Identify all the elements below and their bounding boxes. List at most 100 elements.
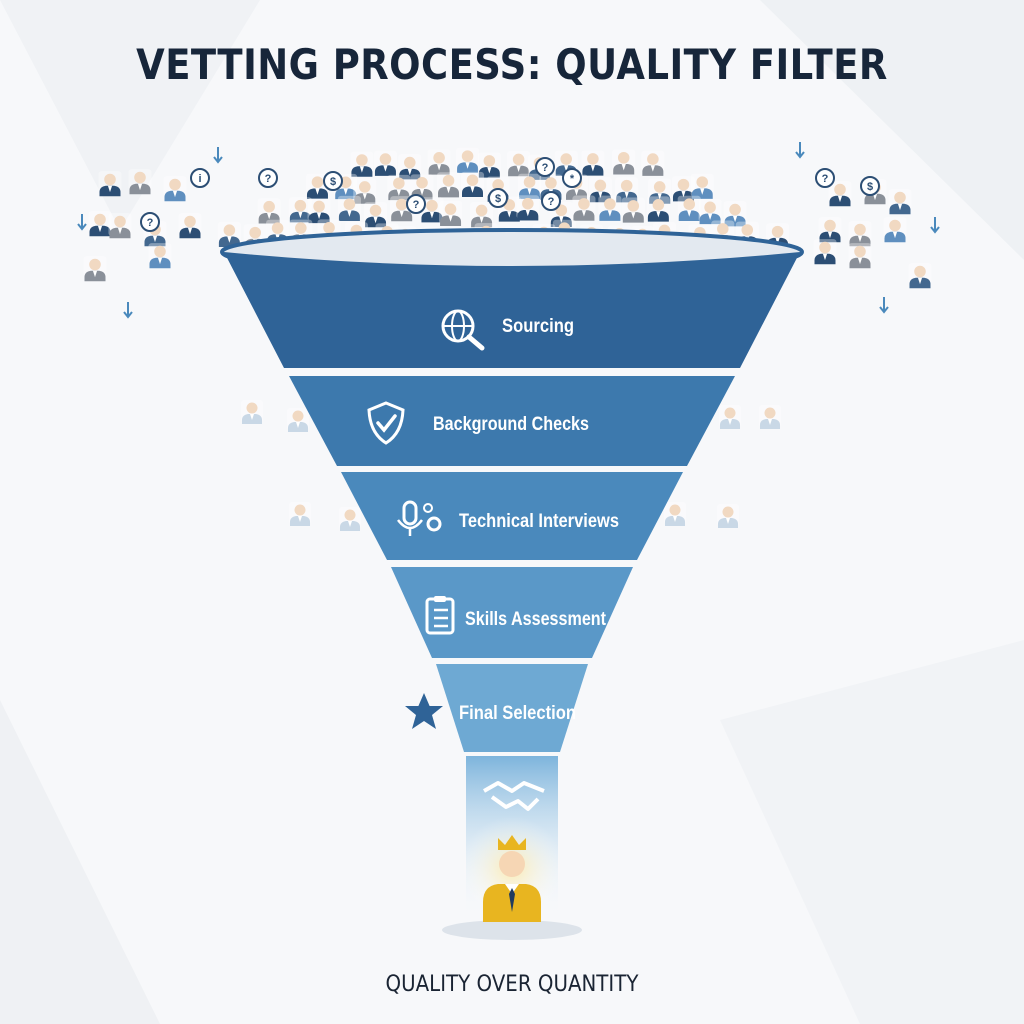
faded-candidate-icon [719, 405, 741, 429]
speech-bubble-icon: i [190, 168, 210, 188]
candidate-icon [436, 172, 461, 198]
candidate-icon [148, 243, 172, 269]
candidate-icon [818, 217, 842, 243]
crowned-candidate-icon [483, 835, 541, 922]
candidate-icon [387, 174, 411, 201]
candidate-icon [621, 197, 645, 223]
candidate-icon [572, 195, 596, 221]
candidate-icon [690, 173, 714, 199]
svg-text:?: ? [548, 196, 555, 208]
candidate-icon [83, 256, 107, 282]
svg-text:i: i [198, 173, 201, 185]
candidate-icon [398, 154, 422, 180]
candidate-icon [288, 197, 312, 223]
candidate-icon [477, 152, 501, 178]
svg-text:?: ? [265, 173, 272, 185]
shield-check-icon [367, 401, 405, 445]
candidate-icon [828, 181, 852, 207]
down-arrow-icon [77, 214, 87, 231]
faded-candidate-icon [287, 408, 309, 432]
stage-band [341, 472, 683, 560]
microphone-gear-icon [397, 500, 442, 536]
stage-label-final-selection: Final Selection [459, 703, 576, 724]
speech-bubble-icon: $ [323, 171, 343, 191]
stage-band [436, 664, 588, 752]
candidate-icon [456, 147, 480, 173]
star-icon [405, 693, 443, 729]
candidate-icon [178, 213, 202, 239]
globe-search-icon [441, 309, 485, 351]
funnel-stage-technical-interviews [341, 472, 683, 560]
candidate-icon [350, 151, 374, 177]
funnel-stage-background-checks [289, 376, 735, 466]
candidate-icon [698, 198, 722, 225]
candidate-icon [257, 198, 281, 224]
handshake-icon [483, 781, 545, 811]
candidate-icon [470, 202, 494, 228]
faded-candidate-icon [339, 507, 361, 531]
candidate-icon [427, 149, 451, 175]
speech-bubble-icon: ? [815, 168, 835, 188]
stage-band [224, 252, 800, 368]
faded-candidate-icon [664, 502, 686, 526]
candidate-icon [581, 150, 605, 176]
down-arrow-icon [930, 217, 940, 234]
funnel-stage-final-selection [436, 664, 588, 752]
down-arrow-icon [213, 147, 223, 164]
clipboard-checklist-icon [425, 596, 455, 635]
candidate-icon [883, 217, 907, 243]
speech-bubble-icon: ? [535, 157, 555, 177]
candidate-icon [353, 178, 377, 204]
candidate-icon [420, 197, 444, 223]
funnel-stage-skills-assessment [391, 567, 633, 658]
down-arrow-icon [879, 297, 889, 314]
candidate-icon [518, 173, 542, 199]
candidate-icon [438, 200, 463, 226]
candidate-icon [373, 150, 397, 176]
faded-candidate-icon [289, 502, 311, 526]
candidate-icon [128, 169, 152, 195]
candidate-icon [641, 150, 665, 176]
svg-text:$: $ [495, 193, 501, 205]
candidate-icon [723, 201, 747, 227]
candidate-icon [307, 197, 331, 224]
faded-candidate-icon [241, 400, 263, 424]
candidate-icon [646, 196, 670, 222]
candidate-icon [588, 177, 612, 203]
candidate-icon [848, 243, 872, 269]
candidate-icon [615, 177, 639, 203]
candidate-icon [908, 263, 932, 289]
faded-candidate-icon [759, 405, 781, 429]
svg-text:?: ? [147, 217, 154, 229]
candidate-icon [88, 211, 112, 237]
page-title: VETTING PROCESS: QUALITY FILTER [136, 40, 888, 89]
candidate-icon [163, 176, 187, 202]
svg-text:$: $ [867, 181, 873, 193]
speech-bubble-icon: ? [541, 191, 561, 211]
funnel-stage-sourcing [224, 252, 800, 368]
tagline: QUALITY OVER QUANTITY [385, 972, 639, 997]
speech-bubble-icon: * [562, 168, 582, 188]
speech-bubble-icon: $ [488, 188, 508, 208]
candidate-icon [460, 171, 485, 198]
down-arrow-icon [795, 142, 805, 159]
svg-text:?: ? [822, 173, 829, 185]
speech-bubble-icon: ? [258, 168, 278, 188]
svg-text:?: ? [542, 162, 549, 174]
pipe-shadow [442, 920, 582, 940]
speech-bubble-icon: ? [406, 194, 426, 214]
stage-label-technical-interviews: Technical Interviews [459, 511, 619, 532]
down-arrow-icon [123, 302, 133, 319]
faded-candidate-icon [717, 504, 739, 528]
candidate-icon [677, 195, 701, 221]
stage-label-sourcing: Sourcing [502, 316, 574, 337]
candidate-icon [364, 202, 388, 228]
svg-text:*: * [570, 173, 575, 185]
svg-text:?: ? [413, 199, 420, 211]
candidate-icon [98, 171, 122, 197]
stage-band [289, 376, 735, 466]
candidate-icon [888, 189, 912, 215]
speech-bubble-icon: $ [860, 176, 880, 196]
